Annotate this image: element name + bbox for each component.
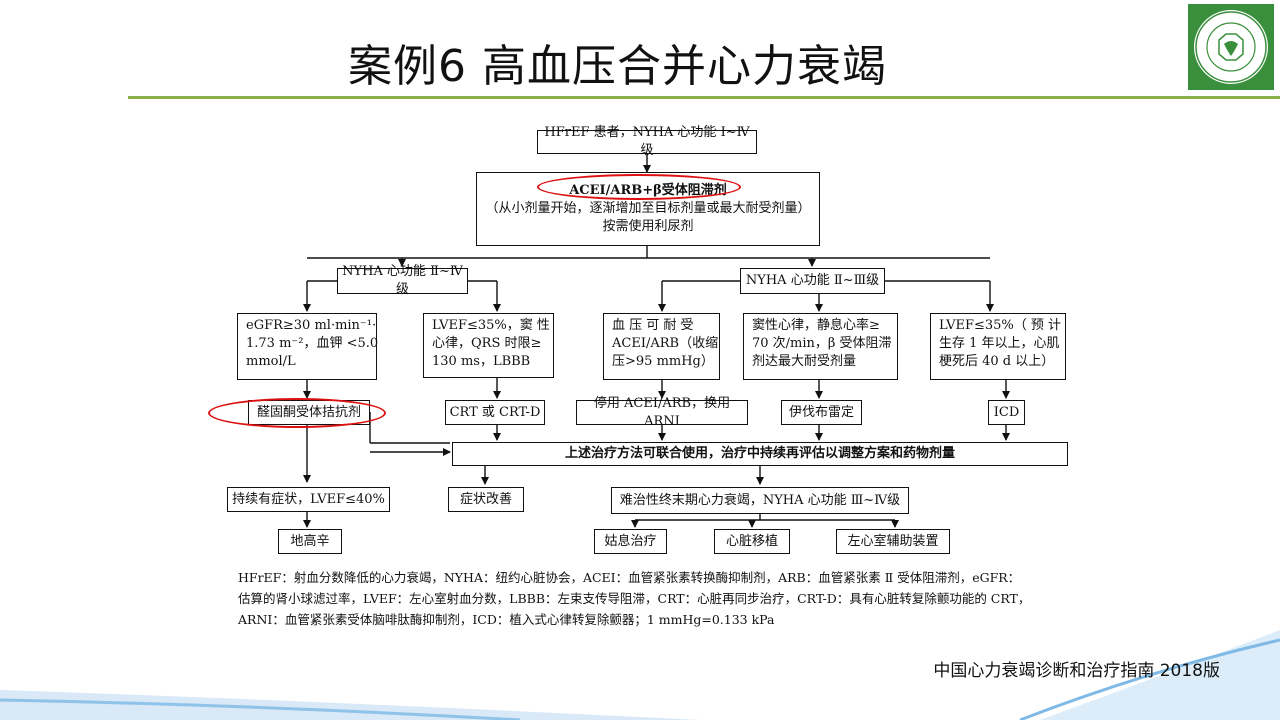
right-branch-text: NYHA 心功能 Ⅱ~Ⅲ级 bbox=[745, 273, 880, 288]
legend-line: ARNI：血管紧张素受体脑啡肽酶抑制剂，ICD：植入式心律转复除颤器；1 mmH… bbox=[238, 612, 775, 627]
highlight-oval-mra bbox=[208, 398, 386, 428]
cond-egfr-line: mmol/L bbox=[246, 354, 296, 369]
left-branch-box: NYHA 心功能 Ⅱ~Ⅳ级 bbox=[337, 264, 468, 297]
left-branch-text: NYHA 心功能 Ⅱ~Ⅳ级 bbox=[342, 264, 463, 297]
legend-line: HFrEF：射血分数降低的心力衰竭，NYHA：纽约心脏协会，ACEI：血管紧张素… bbox=[238, 570, 1021, 585]
legend-line: 估算的肾小球滤过率，LVEF：左心室射血分数，LBBB：左束支传导阻滞，CRT：… bbox=[238, 591, 1031, 606]
page-title: 案例6 高血压合并心力衰竭 bbox=[348, 41, 887, 92]
combine-text: 上述治疗方法可联合使用，治疗中持续再评估以调整方案和药物剂量 bbox=[564, 446, 955, 461]
start-text: HFrEF 患者，NYHA 心功能 Ⅰ~Ⅳ级 bbox=[544, 125, 750, 158]
cond-bp-line: 血 压 可 耐 受 bbox=[612, 318, 694, 333]
cond-bp-box: 血 压 可 耐 受 ACEI/ARB（收缩 压>95 mmHg） bbox=[603, 313, 720, 380]
ivabradine-text: 伊伐布雷定 bbox=[788, 404, 854, 420]
diuretic-text: 按需使用利尿剂 bbox=[602, 219, 694, 234]
persistent-text: 持续有症状，LVEF≤40% bbox=[232, 491, 385, 507]
improved-text: 症状改善 bbox=[459, 491, 512, 507]
icd-text: ICD bbox=[993, 404, 1020, 420]
cond-egfr-line: 1.73 m⁻²，血钾 <5.0 bbox=[246, 336, 379, 351]
digoxin-box: 地高辛 bbox=[278, 529, 342, 554]
lvad-text: 左心室辅助装置 bbox=[847, 533, 939, 549]
lvad-box: 左心室辅助装置 bbox=[836, 529, 950, 554]
cond-icd-line: LVEF≤35%（ 预 计 bbox=[939, 318, 1062, 333]
cond-egfr-line: eGFR≥30 ml·min⁻¹· bbox=[246, 318, 377, 333]
cond-hr-line: 70 次/min，β 受体阻滞 bbox=[752, 336, 892, 351]
cond-icd-box: LVEF≤35%（ 预 计 生存 1 年以上，心肌 梗死后 40 d 以上） bbox=[930, 313, 1066, 380]
combine-box: 上述治疗方法可联合使用，治疗中持续再评估以调整方案和药物剂量 bbox=[452, 442, 1068, 466]
digoxin-text: 地高辛 bbox=[290, 533, 330, 549]
source-citation: 中国心力衰竭诊断和治疗指南 2018版 bbox=[933, 661, 1220, 681]
title-divider bbox=[128, 96, 1280, 99]
improved-box: 症状改善 bbox=[448, 487, 524, 512]
cond-lvef-line: 心律，QRS 时限≥ bbox=[432, 336, 542, 351]
cond-lvef-sinus-box: LVEF≤35%，窦 性 心律，QRS 时限≥ 130 ms，LBBB bbox=[423, 313, 554, 378]
highlight-oval-acei bbox=[537, 174, 741, 200]
cond-hr-line: 窦性心律，静息心率≥ bbox=[752, 318, 880, 333]
cond-lvef-line: 130 ms，LBBB bbox=[432, 354, 531, 369]
start-box: HFrEF 患者，NYHA 心功能 Ⅰ~Ⅳ级 bbox=[537, 125, 757, 158]
cond-lvef-line: LVEF≤35%，窦 性 bbox=[432, 318, 550, 333]
cond-hr-box: 窦性心律，静息心率≥ 70 次/min，β 受体阻滞 剂达最大耐受剂量 bbox=[743, 313, 898, 380]
palliative-text: 姑息治疗 bbox=[604, 533, 657, 549]
icd-box: ICD bbox=[988, 400, 1025, 425]
refractory-box: 难治性终末期心力衰竭，NYHA 心功能 Ⅲ~Ⅳ级 bbox=[611, 487, 909, 514]
base-note-text: （从小剂量开始，逐渐增加至目标剂量或最大耐受剂量） bbox=[485, 201, 811, 216]
cond-icd-line: 梗死后 40 d 以上） bbox=[939, 354, 1055, 369]
crt-box: CRT 或 CRT-D bbox=[445, 400, 545, 425]
arni-text: 停用 ACEI/ARB，换用 ARNI bbox=[593, 395, 731, 429]
cond-bp-line: 压>95 mmHg） bbox=[612, 354, 714, 369]
ivabradine-box: 伊伐布雷定 bbox=[781, 400, 862, 425]
cond-bp-line: ACEI/ARB（收缩 bbox=[612, 336, 719, 351]
abbreviation-legend: HFrEF：射血分数降低的心力衰竭，NYHA：纽约心脏协会，ACEI：血管紧张素… bbox=[238, 567, 1078, 630]
cond-egfr-box: eGFR≥30 ml·min⁻¹· 1.73 m⁻²，血钾 <5.0 mmol/… bbox=[237, 313, 379, 380]
arni-box: 停用 ACEI/ARB，换用 ARNI bbox=[576, 396, 748, 429]
association-logo bbox=[1188, 4, 1274, 90]
right-branch-box: NYHA 心功能 Ⅱ~Ⅲ级 bbox=[740, 268, 885, 294]
transplant-box: 心脏移植 bbox=[714, 529, 790, 554]
palliative-box: 姑息治疗 bbox=[594, 529, 667, 554]
crt-text: CRT 或 CRT-D bbox=[449, 404, 541, 420]
cond-hr-line: 剂达最大耐受剂量 bbox=[752, 354, 857, 369]
refractory-text: 难治性终末期心力衰竭，NYHA 心功能 Ⅲ~Ⅳ级 bbox=[619, 492, 901, 508]
cond-icd-line: 生存 1 年以上，心肌 bbox=[939, 336, 1060, 351]
transplant-text: 心脏移植 bbox=[725, 533, 778, 549]
persistent-box: 持续有症状，LVEF≤40% bbox=[227, 487, 390, 512]
